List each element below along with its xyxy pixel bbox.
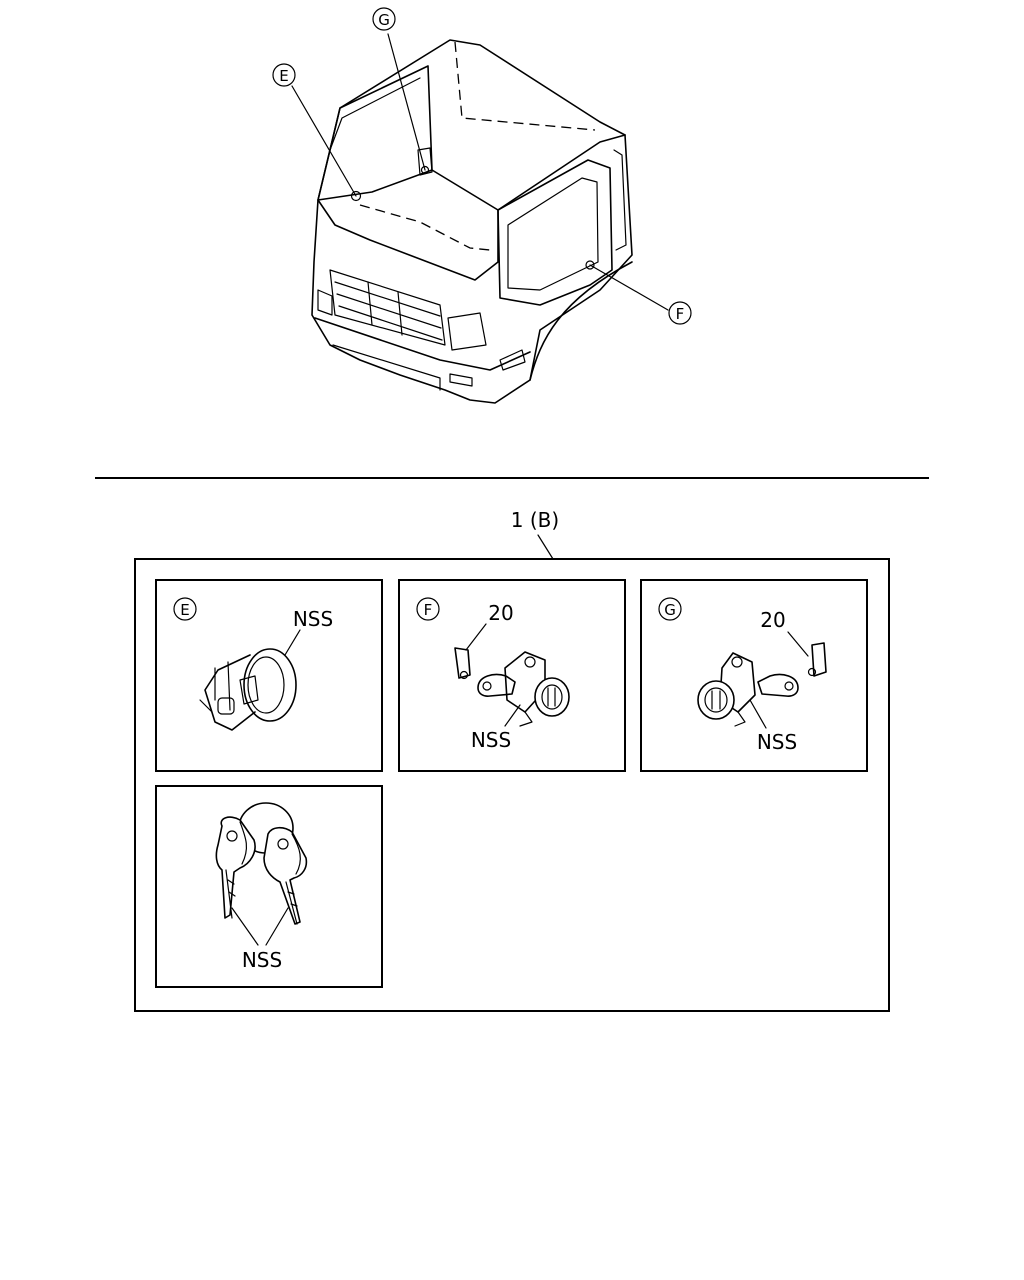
panel-f-frame [398,579,626,772]
callout-e-letter: E [279,67,288,85]
panel-f-letter-circle [416,597,440,621]
callout-g-letter: G [378,11,390,29]
key-set [215,802,308,925]
panel-g-frame [640,579,868,772]
door-lock-cylinder-left [454,647,570,727]
truck-cab-illustration [311,39,633,404]
door-lock-cylinder-right [697,642,827,727]
panel-e-letter-circle [173,597,197,621]
assembly-label: 1 (B) [511,508,559,532]
panel-g-letter-circle [658,597,682,621]
callout-f: F [668,301,692,325]
callout-g: G [372,7,396,31]
panel-e-part-label: NSS [293,607,333,631]
panel-f-letter: F [424,601,433,619]
panel-e: E NSS [155,579,383,772]
panel-keys: NSS [155,785,383,988]
panel-f-screw-label: 20 [488,601,513,625]
callout-e: E [272,63,296,87]
ignition-lock-cylinder [199,648,297,731]
assembly-leader [537,534,554,560]
callout-f-circle [668,301,692,325]
callout-f-letter: F [676,305,685,323]
panel-f-part-label: NSS [471,728,511,752]
panel-g-letter: G [664,601,676,619]
assembly-box [134,558,890,1012]
panel-e-frame [155,579,383,772]
panel-g: G 20 NSS [640,579,868,772]
callout-e-circle [272,63,296,87]
panel-g-screw-label: 20 [760,608,785,632]
panel-f: F 20 NSS [398,579,626,772]
panel-keys-frame [155,785,383,988]
panel-keys-part-label: NSS [242,948,282,972]
panel-g-part-label: NSS [757,730,797,754]
panel-e-letter: E [180,601,189,619]
callout-g-circle [372,7,396,31]
